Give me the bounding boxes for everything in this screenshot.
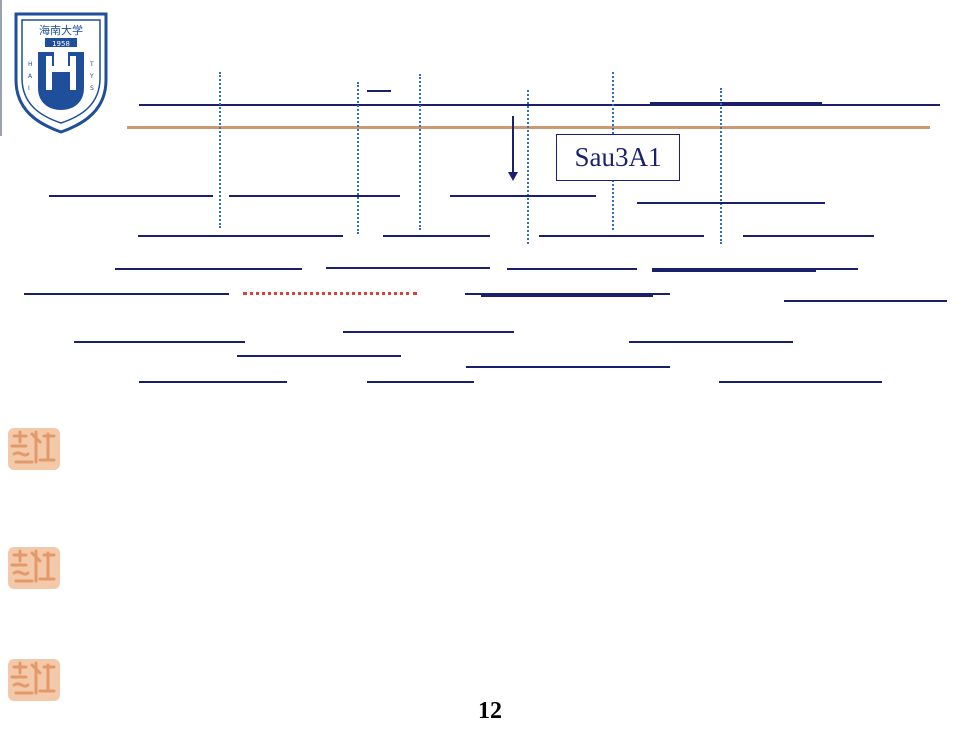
dna-fragment-highlight <box>481 295 653 297</box>
dna-fragment <box>74 341 245 343</box>
dna-fragment <box>629 341 793 343</box>
svg-text:T: T <box>89 61 94 68</box>
seal-stamp-icon <box>8 428 60 470</box>
dna-fragment <box>719 381 882 383</box>
dna-fragment <box>115 268 302 270</box>
dna-fragment-highlight <box>652 270 816 272</box>
svg-text:I: I <box>28 85 30 92</box>
dna-fragment <box>466 366 670 368</box>
cut-site-marker <box>419 74 421 230</box>
dna-fragment <box>507 268 637 270</box>
dna-fragment <box>343 331 514 333</box>
dna-fragment <box>24 293 229 295</box>
dna-fragment <box>539 235 704 237</box>
arrow-head-icon <box>508 172 518 181</box>
cut-site-marker <box>219 72 221 228</box>
dna-fragment <box>326 267 490 269</box>
enzyme-label: Sau3A1 <box>556 134 680 181</box>
svg-text:H: H <box>28 61 33 68</box>
dna-fragment <box>383 235 490 237</box>
dna-fragment <box>367 381 474 383</box>
left-edge-bar <box>0 0 2 136</box>
dna-strand-top-highlight <box>650 102 822 106</box>
cut-site-marker <box>527 90 529 244</box>
cut-site-marker <box>720 88 722 244</box>
dna-fragment <box>237 355 401 357</box>
dna-fragment <box>652 268 858 270</box>
cut-site-marker <box>357 82 359 234</box>
dna-fragment <box>49 195 213 197</box>
svg-text:A: A <box>28 73 33 80</box>
dna-fragment <box>138 235 343 237</box>
logo-seal-text: 海南大学 <box>39 23 83 37</box>
dna-fragment <box>743 235 874 237</box>
svg-text:Y: Y <box>89 73 94 80</box>
digestion-arrow <box>512 116 514 174</box>
seal-stamp-icon <box>8 547 60 589</box>
dna-fragment-small <box>367 90 391 92</box>
hainan-university-logo: 海南大学 1958 H A I T Y S <box>14 12 108 134</box>
logo-year: 1958 <box>52 40 70 48</box>
svg-text:S: S <box>90 85 94 92</box>
dna-fragment <box>229 195 400 197</box>
dna-fragment-highlighted <box>243 292 417 295</box>
dna-fragment <box>139 381 287 383</box>
dna-fragment <box>784 300 947 302</box>
seal-stamp-icon <box>8 659 60 701</box>
dna-fragment <box>450 195 596 197</box>
dna-strand-top <box>139 104 940 106</box>
page-number: 12 <box>478 698 502 724</box>
dna-fragment <box>637 202 825 204</box>
dna-fragment <box>465 293 670 295</box>
